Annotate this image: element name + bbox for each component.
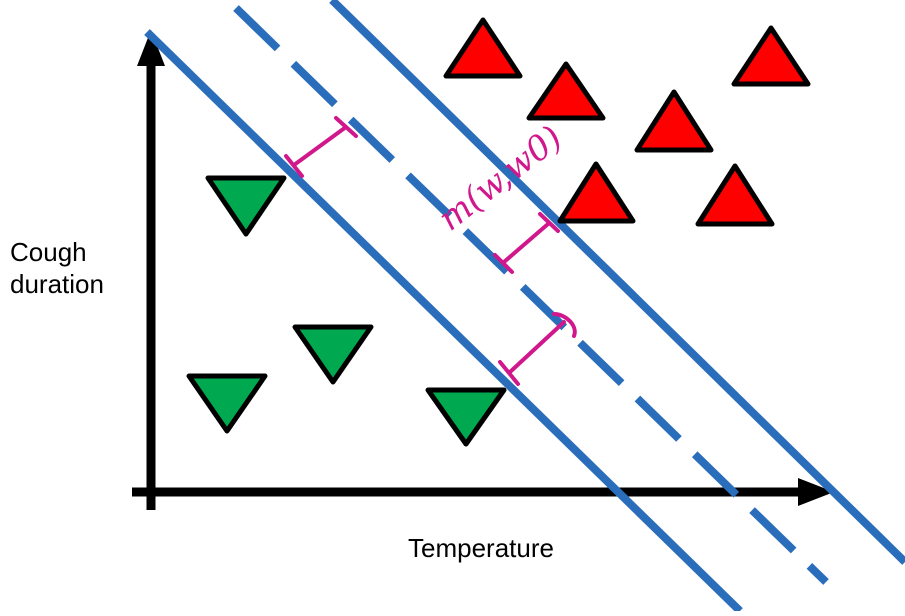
- positive-marker: [557, 161, 636, 224]
- positive-marker: [695, 163, 775, 227]
- negative-marker: [186, 373, 268, 434]
- negative-marker: [205, 175, 287, 237]
- upper-margin-line: [329, 0, 905, 565]
- positive-marker: [634, 89, 714, 153]
- boundary-lines: [144, 0, 905, 614]
- y-axis-label-line: duration: [10, 269, 104, 299]
- margin-annotations: [284, 116, 577, 386]
- y-axis-arrowhead: [137, 30, 165, 66]
- margin-bracket-upper-left: [284, 116, 358, 178]
- positive-marker: [526, 61, 606, 121]
- negative-marker: [425, 387, 507, 447]
- lower-margin-line: [144, 29, 743, 614]
- negative-marker: [292, 324, 374, 385]
- y-axis-label-line: Cough: [10, 237, 87, 267]
- y-axis-label: Cough duration: [10, 236, 150, 300]
- positive-marker: [731, 25, 811, 87]
- x-axis-arrowhead: [798, 478, 834, 506]
- axes: [132, 30, 834, 510]
- margin-bracket-middle: [493, 212, 560, 274]
- negative-class-markers: [186, 175, 507, 447]
- margin-bracket-lower: [498, 312, 577, 386]
- positive-marker: [443, 17, 523, 79]
- x-axis-label: Temperature: [408, 533, 554, 563]
- decision-boundary-line: [233, 5, 829, 585]
- positive-class-markers: [443, 17, 811, 227]
